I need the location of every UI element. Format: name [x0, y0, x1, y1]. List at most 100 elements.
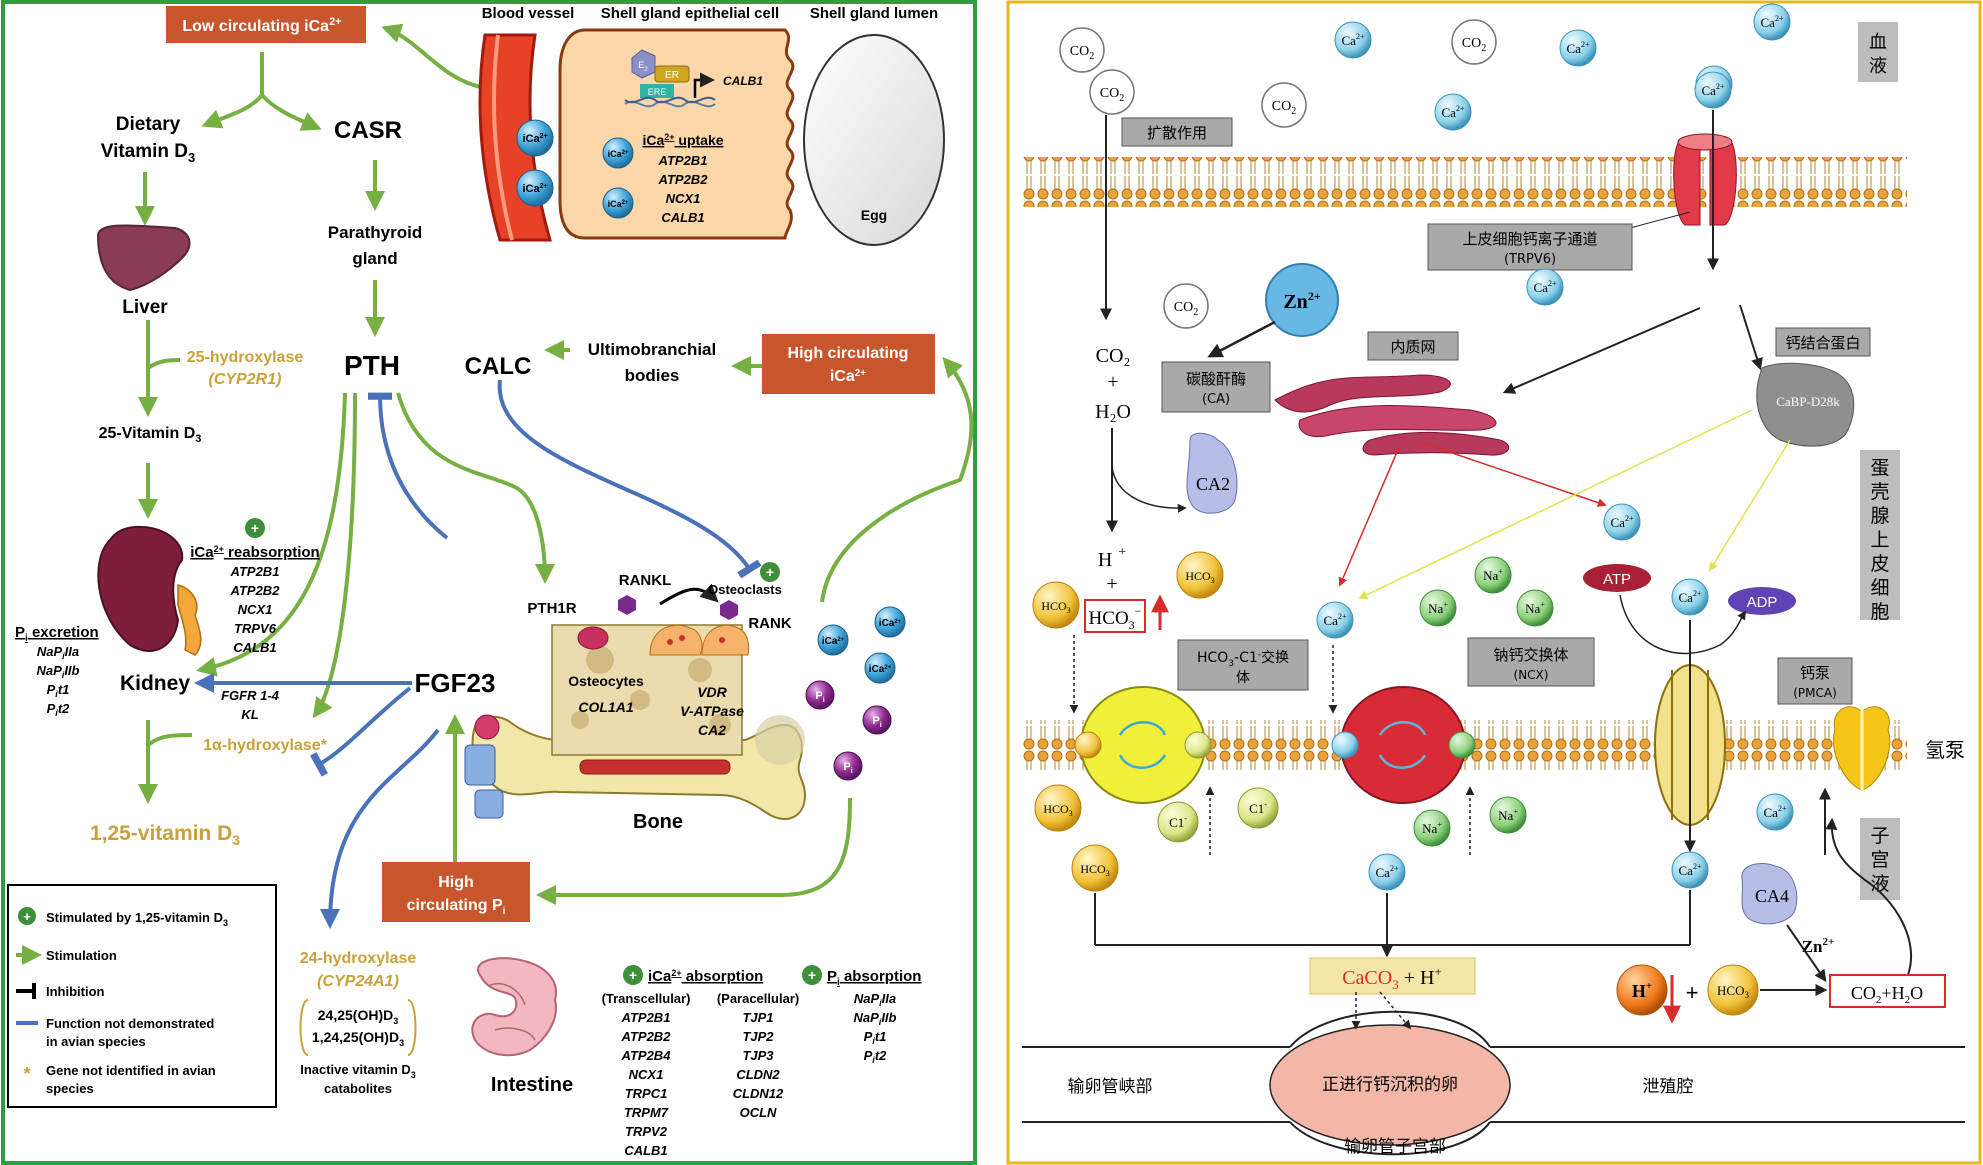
svg-text:HCO3: HCO3 — [1080, 862, 1109, 878]
high-circulating-ica-box: High circulating iCa2+ — [762, 334, 935, 394]
svg-text:扩散作用: 扩散作用 — [1147, 124, 1207, 142]
cyp2r1: (CYP2R1) — [209, 371, 282, 388]
pi-excretion-gene: Pit2 — [47, 701, 71, 718]
svg-text:CA4: CA4 — [1755, 886, 1789, 906]
svg-text:Ca2+: Ca2+ — [1342, 32, 1365, 48]
svg-text:液: 液 — [1869, 56, 1887, 77]
svg-text:(TRPV6): (TRPV6) — [1504, 252, 1556, 267]
svg-text:Zn2+: Zn2+ — [1283, 289, 1320, 313]
pth-label: PTH — [344, 350, 400, 381]
svg-text:NCX1: NCX1 — [666, 191, 701, 206]
trpv6-channel: Ca2+ — [1629, 71, 1737, 271]
co2-h2o-box: CO2+H2O — [1829, 974, 1946, 1008]
svg-text:Ca2+: Ca2+ — [1534, 279, 1557, 295]
svg-text:C1-: C1- — [1169, 814, 1187, 830]
svg-text:+: + — [23, 909, 31, 924]
pi-absorption-title: Pi absorption — [827, 968, 921, 988]
svg-text:CALB1: CALB1 — [723, 74, 763, 88]
vitamin-125-d3: 1,25-vitamin D3 — [90, 822, 240, 848]
dietary-vitamin-d3-line2: Vitamin D3 — [101, 141, 196, 165]
svg-text:circulating Pi: circulating Pi — [407, 897, 506, 917]
osteocytes-label: Osteocytes — [568, 673, 644, 689]
svg-text:Na+: Na+ — [1498, 807, 1518, 823]
svg-text:ATP: ATP — [1603, 571, 1631, 588]
svg-text:iCa2+: iCa2+ — [608, 199, 629, 209]
reabs-gene: ATP2B2 — [230, 583, 281, 598]
endoplasmic-reticulum: 内质网 — [1274, 331, 1510, 456]
inactive-catabolites: Inactive vitamin D3 — [300, 1062, 416, 1080]
svg-text:TRPV2: TRPV2 — [625, 1124, 668, 1139]
dietary-vitamin-d3: Dietary — [116, 114, 181, 135]
intestine-label: Intestine — [491, 1074, 573, 1096]
svg-text:碳酸酐酶: 碳酸酐酶 — [1186, 370, 1246, 388]
legend-stimulation: Stimulation — [46, 948, 117, 963]
hco3-ion: HCO3 — [1176, 551, 1224, 599]
svg-text:壳: 壳 — [1870, 481, 1889, 503]
vatpase-label: V-ATPase — [680, 703, 744, 719]
svg-text:CA2: CA2 — [1196, 474, 1230, 494]
collecting-lines — [1094, 890, 1691, 958]
svg-text:(NCX): (NCX) — [1514, 668, 1549, 682]
svg-text:HCO3-C1-交换: HCO3-C1-交换 — [1197, 649, 1289, 669]
svg-text:OCLN: OCLN — [740, 1105, 777, 1120]
bone-label: Bone — [633, 811, 683, 833]
adp: ADP — [1728, 587, 1796, 615]
osteoclasts-label: Osteoclasts — [708, 582, 782, 597]
catabolite-1: 24,25(OH)D3 — [318, 1007, 398, 1026]
svg-text:E2: E2 — [638, 60, 648, 73]
legend-not-identified: Gene not identified in avian — [46, 1063, 216, 1078]
not-demonstrated-lines — [194, 379, 762, 929]
svg-text:iCa2+ uptake: iCa2+ uptake — [642, 132, 723, 148]
inactive-catabolites-line2: catabolites — [324, 1081, 392, 1096]
svg-text:+: + — [251, 520, 259, 536]
h-pump-label: 氢泵 — [1925, 738, 1965, 762]
reabs-gene: CALB1 — [233, 640, 276, 655]
ultimobranchial-label-line2: bodies — [625, 366, 680, 385]
svg-text:钙结合蛋白: 钙结合蛋白 — [1785, 334, 1860, 352]
cloaca-label: 泄殖腔 — [1643, 1077, 1694, 1097]
svg-text:iCa2+: iCa2+ — [522, 183, 547, 195]
hydroxylase-1a: 1α-hydroxylase* — [203, 737, 327, 754]
absorption-plus-icon — [623, 965, 643, 985]
bone-ions: iCa2+ iCa2+ iCa2+ Pi Pi Pi — [805, 606, 906, 781]
pi-absorption-genes: NaPiIIa NaPiIIb Pit1 Pit2 — [854, 991, 897, 1065]
svg-text:CO2: CO2 — [1272, 99, 1296, 117]
svg-text:TRPC1: TRPC1 — [625, 1086, 668, 1101]
col1a1-label: COL1A1 — [578, 699, 633, 715]
svg-text:蛋: 蛋 — [1870, 457, 1889, 479]
fgfr-label: FGFR 1-4 — [221, 688, 280, 703]
uterine-fluid-label: 子 宫 液 — [1860, 818, 1900, 900]
svg-text:Pi: Pi — [815, 690, 824, 704]
hco3-ion: HCO3 — [1032, 581, 1080, 629]
co2-molecule — [1163, 283, 1209, 329]
hydroxylase-24: 24-hydroxylase — [300, 950, 417, 967]
shell-gland-cell-label: Shell gland epithelial cell — [601, 5, 779, 22]
atp: ATP — [1583, 564, 1651, 592]
egg: Egg — [803, 34, 945, 246]
liver-label: Liver — [122, 297, 168, 318]
pi-excretion-title: Pi excretion — [15, 624, 99, 644]
legend-not-demonstrated: Function not demonstrated — [46, 1016, 214, 1031]
svg-text:HCO3: HCO3 — [1043, 802, 1072, 818]
ca-ion — [1316, 601, 1354, 639]
svg-text:iCa2+: iCa2+ — [608, 149, 629, 159]
svg-text:High: High — [438, 874, 474, 891]
svg-text:iCa2+: iCa2+ — [869, 664, 892, 675]
svg-text:iCa2+: iCa2+ — [822, 636, 845, 647]
legend-inhibition: Inhibition — [46, 984, 105, 999]
svg-text:血: 血 — [1869, 32, 1887, 53]
blood-label: 血 液 — [1858, 22, 1898, 82]
parathyroid-label: Parathyroid — [328, 223, 422, 242]
svg-text:Ca2+: Ca2+ — [1761, 14, 1784, 30]
vdr-label: VDR — [697, 684, 727, 700]
plus-eq: + — [1107, 371, 1118, 393]
reabs-gene: TRPV6 — [234, 621, 277, 636]
svg-text:ATP2B1: ATP2B1 — [621, 1010, 671, 1025]
svg-text:Ca2+: Ca2+ — [1702, 82, 1725, 98]
pi-absorption-plus-icon — [802, 965, 822, 985]
blood-vessel-label: Blood vessel — [482, 5, 575, 22]
parathyroid-label-line2: gland — [352, 249, 397, 268]
catabolite-2: 1,24,25(OH)D3 — [312, 1029, 404, 1048]
svg-text:Ca2+: Ca2+ — [1679, 589, 1702, 605]
